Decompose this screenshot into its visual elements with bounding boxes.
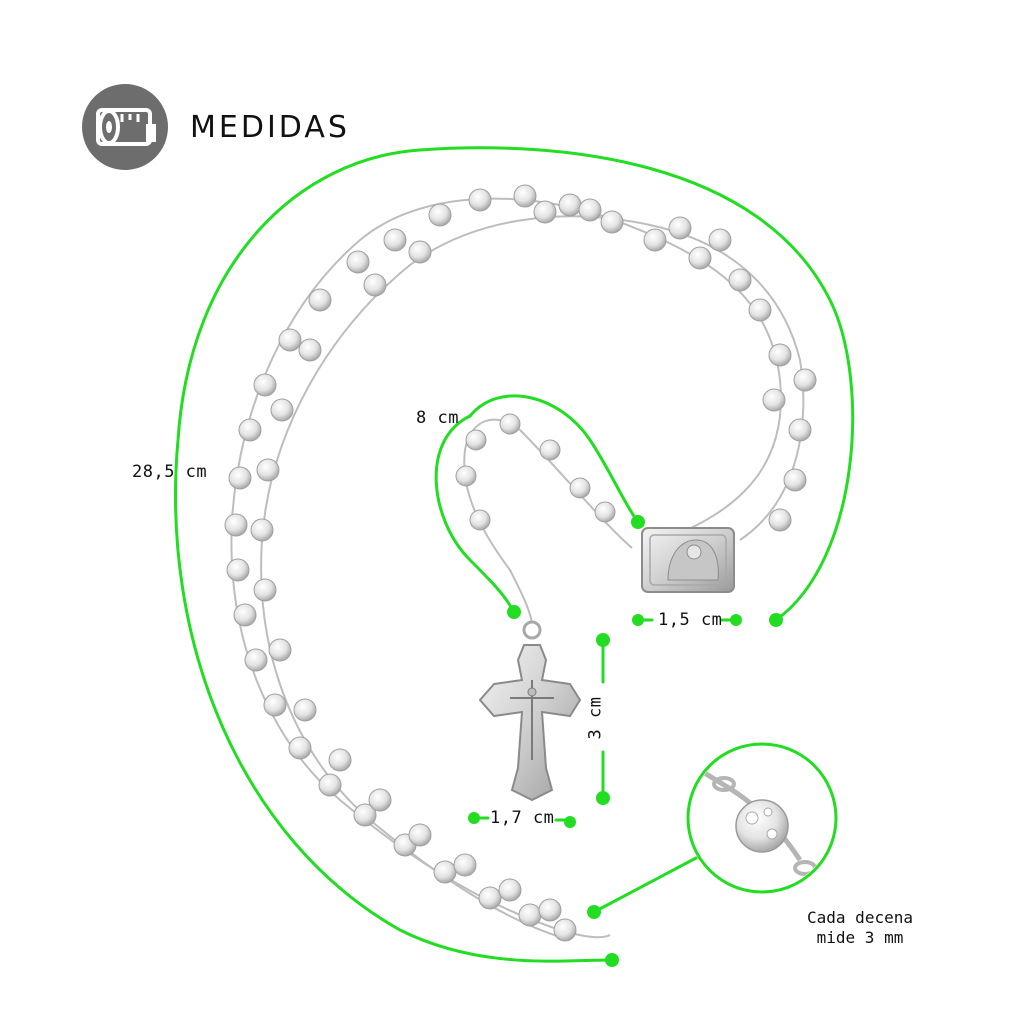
guide-dots [468, 515, 783, 967]
bead-note-line-2: mide 3 mm [816, 928, 904, 947]
bead-note-line-1: Cada decena [807, 908, 913, 927]
centerpiece-width-label: 1,5 cm [658, 610, 723, 630]
centerpiece-medal [641, 527, 735, 593]
drop-length-guide [434, 414, 516, 614]
zoom-circle [686, 742, 838, 894]
zoom-bead [698, 767, 817, 876]
page-title: MEDIDAS [190, 110, 350, 145]
crucifix-width-label: 1,7 cm [490, 808, 555, 828]
measure-badge [82, 84, 168, 170]
crucifix [478, 620, 582, 802]
crucifix-height-label: 3 cm [585, 696, 606, 740]
guide-lines [174, 146, 855, 963]
bead-size-note: Cada decena mide 3 mm [770, 908, 950, 948]
total-length-label: 28,5 cm [132, 462, 208, 482]
total-length-guide [174, 146, 855, 963]
drop-length-guide-top [468, 394, 640, 524]
drop-length-label: 8 cm [416, 408, 459, 428]
zoom-pointer [592, 856, 698, 914]
tape-measure-icon [96, 108, 156, 146]
rosary-beads [224, 184, 817, 942]
